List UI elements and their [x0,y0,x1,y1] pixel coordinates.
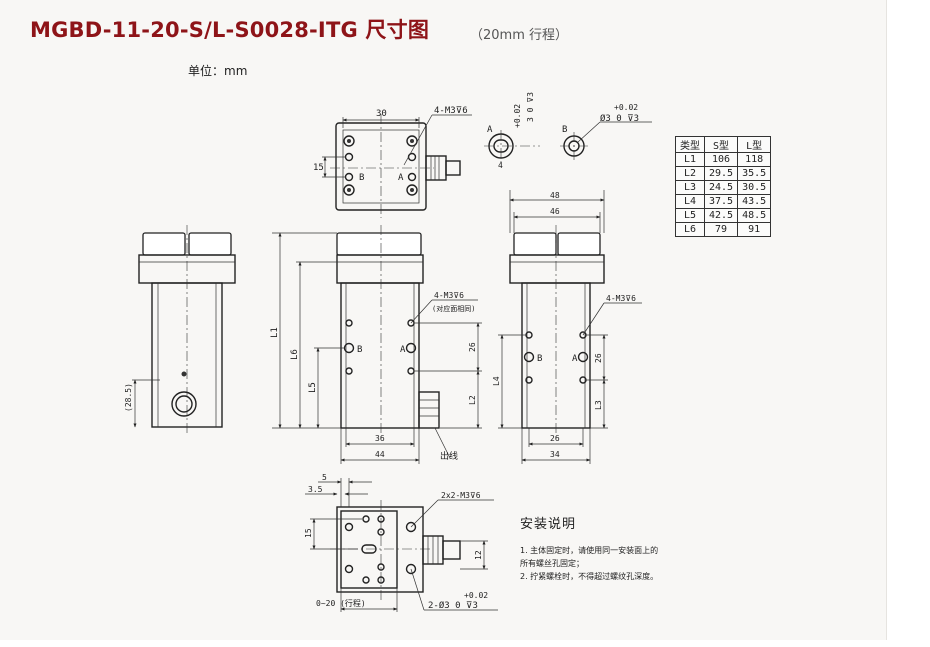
install-notes-title: 安装说明 [520,517,577,532]
top-label-b: B [359,173,364,183]
front-dim-44: 44 [375,450,385,459]
table-row: L5 42.5 48.5 [675,208,772,223]
detail-a-tolerance: +0.02 [513,104,522,128]
dim-top-width: 30 [376,109,387,119]
detail-b: B +0.02 Ø3 0 ⊽3 [560,103,652,160]
front-view: 出线 L1 L6 L5 26 L2 36 44 4-M3⊽6 (对应面相同) A [270,225,482,464]
table-cell: 29.5 [703,166,739,181]
bottom-stroke-label: 0~20 (行程) [316,598,366,608]
side-dim-48: 48 [550,191,560,200]
table-row: L3 24.5 30.5 [675,180,772,195]
spec-table-header-row: 类型 S型 L型 [675,136,772,153]
front-cable-label: 出线 [440,450,458,462]
table-cell: L4 [675,194,705,209]
table-row: L4 37.5 43.5 [675,194,772,209]
cable-connector [422,535,461,565]
side-dim-l4: L4 [492,376,501,386]
table-cell: 37.5 [703,194,739,209]
top-view: 30 15 4-M3⊽6 A B [313,106,472,218]
detail-b-spec: Ø3 0 ⊽3 [600,113,639,124]
table-row: L1 106 118 [675,152,772,167]
side-view: 48 46 26 34 L4 26 L3 4-M3⊽6 A B [492,190,642,464]
table-cell: L3 [675,180,705,195]
spec-table: 类型 S型 L型 L1 106 118 L2 29.5 35.5 L3 24.5… [675,136,772,237]
table-cell: 43.5 [737,194,772,209]
dim-top-side: 15 [313,163,324,173]
mounting-hole [343,135,418,196]
table-cell: 106 [703,152,739,167]
side-hole-label: 4-M3⊽6 [606,294,636,303]
table-cell: L5 [675,208,705,223]
spec-header-l: L型 [737,136,772,153]
table-cell: 91 [737,222,772,237]
stroke-subtitle: （20mm 行程） [470,28,569,43]
bottom-view: 5 3.5 15 12 0~20 (行程) 2x2-M3⊽6 +0.02 2-Ø… [304,473,498,612]
table-cell: 35.5 [737,166,772,181]
detail-b-tolerance: +0.02 [614,103,638,112]
install-note-item: 所有螺丝孔固定； [520,559,584,568]
side-dim-46: 46 [550,207,560,216]
left-dim-side: (28.5) [124,383,133,412]
install-note-item: 1. 主体固定时，请使用同一安装面上的 [520,546,659,555]
install-notes: 安装说明 1. 主体固定时，请使用同一安装面上的 所有螺丝孔固定； 2. 拧紧螺… [520,513,658,583]
side-dim-34: 34 [550,450,560,459]
side-dim-26: 26 [550,434,560,443]
cable-connector [425,155,461,181]
side-label-a: A [572,354,578,364]
front-dim-l1: L1 [270,327,280,338]
table-row: L2 29.5 35.5 [675,166,772,181]
front-dim-26: 26 [468,342,477,352]
bottom-dim-5: 5 [322,473,327,482]
drawing-title: MGBD-11-20-S/L-S0028-ITG 尺寸图 [30,18,430,42]
front-dim-l2: L2 [468,395,477,405]
table-cell: 30.5 [737,180,772,195]
bottom-dim-15: 15 [304,528,313,538]
front-hole-label: 4-M3⊽6 [434,291,464,300]
table-cell: 42.5 [703,208,739,223]
front-dim-36: 36 [375,434,385,443]
detail-b-label: B [562,125,567,135]
install-note-item: 2. 拧紧螺栓时，不得超过螺纹孔深度。 [520,572,659,581]
front-label-b: B [357,345,362,355]
table-cell: L6 [675,222,705,237]
detail-a: A +0.02 3 0 ⊽3 4 [484,92,540,170]
table-cell: L2 [675,166,705,181]
front-label-a: A [400,345,406,355]
drawing-sheet [886,0,887,640]
spec-header-s: S型 [703,136,739,153]
bottom-hole-label: 2x2-M3⊽6 [441,491,481,500]
top-hole-label: 4-M3⊽6 [434,106,468,116]
bottom-pin-label: 2-Ø3 0 ⊽3 [428,600,478,611]
bottom-dim-12: 12 [474,550,483,560]
detail-a-label: A [487,125,493,135]
unit-label: 单位：mm [188,64,248,78]
table-cell: 48.5 [737,208,772,223]
left-view: (28.5) [124,225,236,435]
bottom-dim-3-5: 3.5 [308,485,323,494]
table-cell: 24.5 [703,180,739,195]
side-label-b: B [537,354,542,364]
table-cell: L1 [675,152,705,167]
front-dim-l5: L5 [308,382,318,393]
top-label-a: A [398,173,404,183]
table-cell: 118 [737,152,772,167]
front-hole-note: (对应面相同) [432,304,475,313]
side-dim-l3: L3 [594,400,603,410]
detail-a-spec: 3 0 ⊽3 [526,92,535,122]
cable-connector [418,391,451,459]
table-cell: 79 [703,222,739,237]
side-dim-26v: 26 [594,353,603,363]
front-dim-l6: L6 [290,349,300,360]
spec-header-type: 类型 [675,136,705,153]
bottom-pin-tolerance: +0.02 [464,591,488,600]
detail-a-dim: 4 [498,161,503,170]
table-row: L6 79 91 [675,222,772,237]
